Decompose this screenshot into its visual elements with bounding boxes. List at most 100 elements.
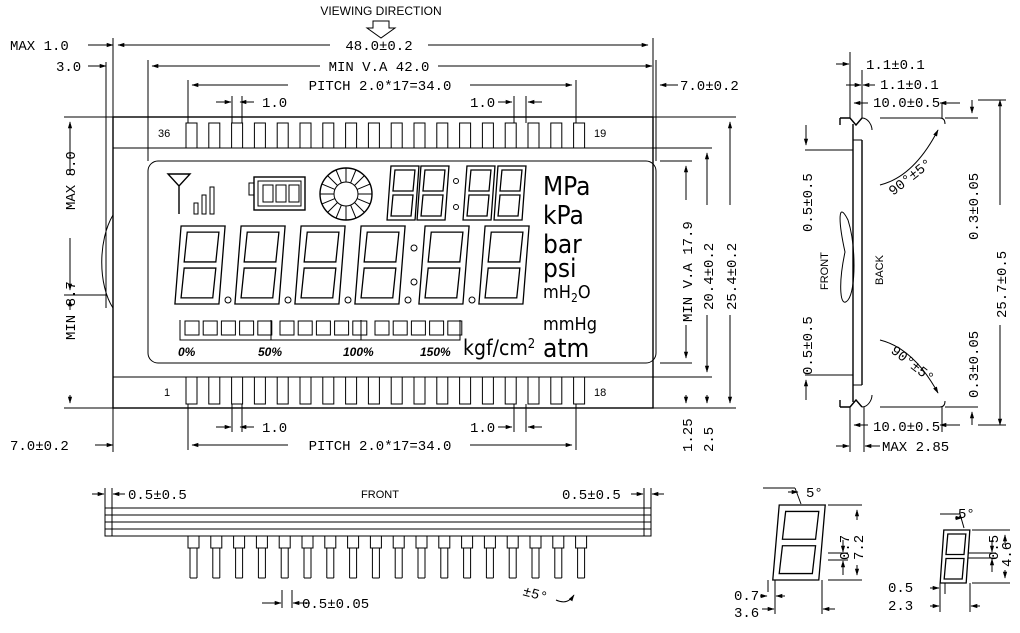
- bar-segment: [279, 320, 295, 336]
- side-label-back: BACK: [874, 254, 886, 285]
- dim-pin-width-bottom-left: 1.0: [262, 421, 287, 437]
- dim-angle-bottom: 90°±5°: [887, 343, 937, 387]
- pin-top: [390, 122, 403, 149]
- dim-big-bottom-seg: 0.7: [734, 589, 759, 605]
- dim-max-height-left: MAX 8.0: [64, 151, 80, 210]
- viewing-direction: VIEWING DIRECTION: [320, 4, 442, 39]
- pin-top: [253, 122, 266, 149]
- unit-kgf: kgf/cm2: [463, 336, 535, 360]
- decimal-point: [468, 296, 476, 304]
- pin-bottom: [481, 376, 494, 405]
- big-digit-3: [294, 225, 346, 305]
- decimal-point: [224, 296, 232, 304]
- pin-top: [185, 122, 198, 149]
- glass-outline: [112, 116, 654, 409]
- dim-small-height: 4.6: [1000, 542, 1016, 567]
- dim-pin-width-bottom-right: 1.0: [470, 421, 495, 437]
- dim-side-left-bottom: 0.5±0.5: [801, 316, 817, 375]
- bar-segment: [184, 320, 200, 336]
- dim-angle-top: 90°±5°: [886, 156, 936, 200]
- viewing-area: [147, 160, 657, 364]
- unit-mh2o: mH2O: [543, 282, 591, 305]
- dim-pin-length-a: 1.25: [681, 418, 697, 452]
- dim-side-max-thickness: MAX 2.85: [882, 440, 949, 456]
- detail-big-digit: [772, 504, 826, 581]
- pin-top: [231, 122, 244, 149]
- viewing-arrow-icon: [365, 20, 397, 39]
- bar-segment: [220, 320, 236, 336]
- small-digit-group: [386, 165, 527, 221]
- small-digit-2: [416, 165, 450, 221]
- dim-window-height: 20.4±0.2: [702, 243, 718, 310]
- pin-top: [481, 122, 494, 149]
- dim-offset-top: 3.0: [56, 60, 81, 76]
- dim-side-top-a: 1.1±0.1: [866, 58, 925, 74]
- dim-min-left: MIN 8.7: [64, 281, 80, 340]
- decimal-point: [404, 296, 412, 304]
- pin-bottom: [345, 376, 358, 405]
- pin-bottom: [413, 376, 426, 405]
- dim-min-va-height: MIN V.A 17.9: [681, 221, 697, 322]
- side-label-front: FRONT: [819, 252, 831, 290]
- pin-top: [322, 122, 335, 149]
- dim-side-top-c: 10.0±0.5: [873, 96, 940, 112]
- dim-overall-height: 25.4±0.2: [725, 243, 741, 310]
- unit-atm: atm: [543, 334, 589, 364]
- big-digit-6: [478, 225, 530, 305]
- bottom-view: FRONT: [104, 489, 652, 579]
- front-dimensions: MAX 1.0 3.0 48.0±0.2 MIN V.A 42.0 PITCH …: [10, 38, 741, 455]
- seal-bump: [101, 214, 114, 309]
- pin-label-bottom-right: 18: [594, 387, 606, 399]
- dim-side-right-bottom: 0.3±0.05: [967, 331, 983, 398]
- battery-icon: [248, 176, 306, 211]
- dim-small-angle: 5°: [958, 507, 975, 523]
- dim-big-angle: 5°: [806, 486, 823, 502]
- pin-top: [208, 122, 221, 149]
- pin-label-top-left: 36: [158, 128, 170, 140]
- dim-pin-width-top-left: 1.0: [262, 96, 287, 112]
- dim-left-margin: 7.0±0.2: [10, 439, 69, 455]
- dim-small-bottom-seg: 0.5: [888, 581, 913, 597]
- bar-segment: [352, 320, 368, 336]
- dim-big-width: 3.6: [734, 606, 759, 622]
- side-bulge: [839, 211, 855, 303]
- big-digit-group: [174, 225, 530, 305]
- pin-top: [459, 122, 472, 149]
- pin-top: [504, 122, 517, 149]
- pin-bottom: [185, 376, 198, 405]
- pin-top: [436, 122, 449, 149]
- dim-max-margin: MAX 1.0: [10, 39, 69, 55]
- unit-bar: bar: [543, 230, 582, 260]
- unit-mmhg: mmHg: [543, 314, 597, 335]
- dim-big-seg: 0.7: [838, 535, 854, 560]
- bar-segment: [257, 320, 273, 336]
- bar-segment: [239, 320, 255, 336]
- decimal-point: [284, 296, 292, 304]
- unit-psi: psi: [543, 254, 577, 284]
- pin-bottom: [276, 376, 289, 405]
- bar-graph: [179, 320, 463, 341]
- dim-min-va-width: MIN V.A 42.0: [329, 60, 430, 76]
- unit-kpa: kPa: [543, 201, 584, 231]
- pin-label-bottom-left: 1: [164, 387, 170, 399]
- dim-big-height: 7.2: [852, 535, 868, 560]
- pin-top: [413, 122, 426, 149]
- dim-side-right-top: 0.3±0.05: [967, 173, 983, 240]
- decimal-point: [344, 296, 352, 304]
- bar-scale-50: 50%: [258, 345, 282, 359]
- pin-bottom: [573, 376, 586, 405]
- pin-top: [299, 122, 312, 149]
- dim-overall-width: 48.0±0.2: [345, 39, 412, 55]
- bar-segment: [374, 320, 390, 336]
- bar-segment: [392, 320, 408, 336]
- pin-bottom: [436, 376, 449, 405]
- dim-pitch-top: PITCH 2.0*17=34.0: [309, 79, 452, 95]
- pins-top: [185, 122, 586, 149]
- viewing-direction-label: VIEWING DIRECTION: [320, 4, 441, 18]
- dim-small-seg: 0.5: [987, 535, 1003, 560]
- bar-scale-100: 100%: [343, 345, 374, 359]
- dim-side-top-b: 1.1±0.1: [880, 78, 939, 94]
- pin-top: [550, 122, 563, 149]
- pin-bottom: [390, 376, 403, 405]
- pin-bottom: [322, 376, 335, 405]
